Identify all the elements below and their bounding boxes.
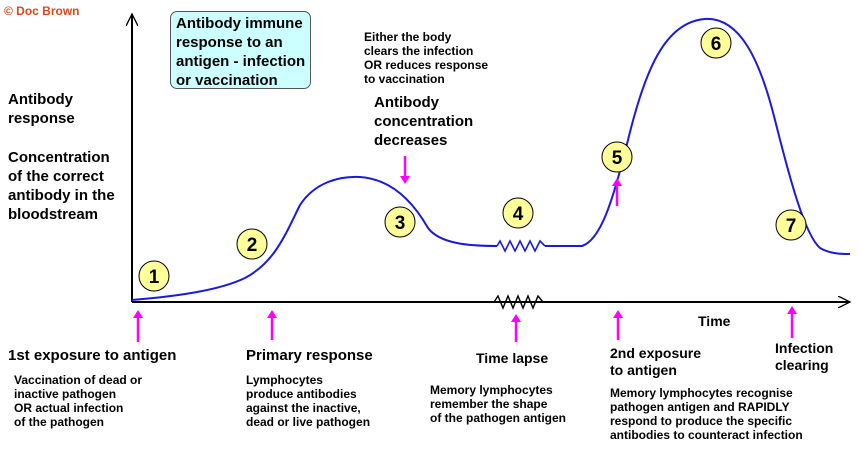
primary-response-heading: Primary response bbox=[246, 347, 373, 364]
arrow-first-exposure bbox=[133, 310, 143, 342]
credit-label: © Doc Brown bbox=[4, 4, 80, 18]
stage-marker-2: 2 bbox=[236, 228, 268, 260]
stage-number-1: 1 bbox=[149, 267, 160, 288]
x-axis-label: Time bbox=[698, 313, 731, 329]
stage-number-7: 7 bbox=[786, 216, 797, 237]
second-exposure-heading: 2nd exposure to antigen bbox=[610, 345, 702, 378]
stage-marker-6: 6 bbox=[700, 27, 732, 59]
stage-marker-4: 4 bbox=[502, 197, 534, 229]
infection-clearing-heading: Infection clearing bbox=[775, 340, 834, 373]
arrow-infection-clearing bbox=[787, 306, 797, 338]
stage-number-2: 2 bbox=[247, 235, 258, 256]
primary-response-detail: Lymphocytes produce antibodies against t… bbox=[246, 373, 371, 429]
arrow-primary-response bbox=[267, 310, 277, 340]
arrow-stage-5 bbox=[612, 178, 622, 206]
clearing-note: Either the body clears the infection OR … bbox=[364, 30, 489, 86]
stage-marker-3: 3 bbox=[384, 206, 416, 238]
concentration-decreases-label: Antibody concentration decreases bbox=[374, 94, 474, 149]
title-box: Antibody immune response to an antigen -… bbox=[170, 11, 311, 89]
antibody-curve bbox=[131, 175, 498, 301]
arrow-time-lapse bbox=[511, 314, 521, 342]
curve-break-zigzag bbox=[496, 239, 546, 253]
arrow-concentration-decreases bbox=[400, 156, 410, 184]
stage-number-3: 3 bbox=[395, 213, 406, 234]
stage-marker-5: 5 bbox=[601, 141, 633, 173]
first-exposure-heading: 1st exposure to antigen bbox=[8, 347, 177, 364]
x-axis-break bbox=[493, 294, 544, 310]
stage-marker-1: 1 bbox=[138, 260, 170, 292]
second-exposure-detail: Memory lymphocytes recognise pathogen an… bbox=[610, 386, 803, 442]
stage-number-6: 6 bbox=[711, 34, 722, 55]
y-axis-description: Concentration of the correct antibody in… bbox=[8, 149, 115, 223]
diagram-title: Antibody immune response to an antigen -… bbox=[176, 15, 306, 89]
arrow-second-exposure bbox=[613, 310, 623, 340]
secondary-response-curve bbox=[545, 17, 851, 255]
time-lapse-heading: Time lapse bbox=[476, 350, 549, 366]
y-axis-label: Antibody response bbox=[8, 91, 75, 127]
first-exposure-detail: Vaccination of dead or inactive pathogen… bbox=[14, 373, 143, 429]
stage-marker-7: 7 bbox=[775, 209, 807, 241]
time-lapse-detail: Memory lymphocytes remember the shape of… bbox=[430, 383, 566, 425]
stage-number-5: 5 bbox=[612, 148, 623, 169]
stage-number-4: 4 bbox=[513, 204, 524, 225]
